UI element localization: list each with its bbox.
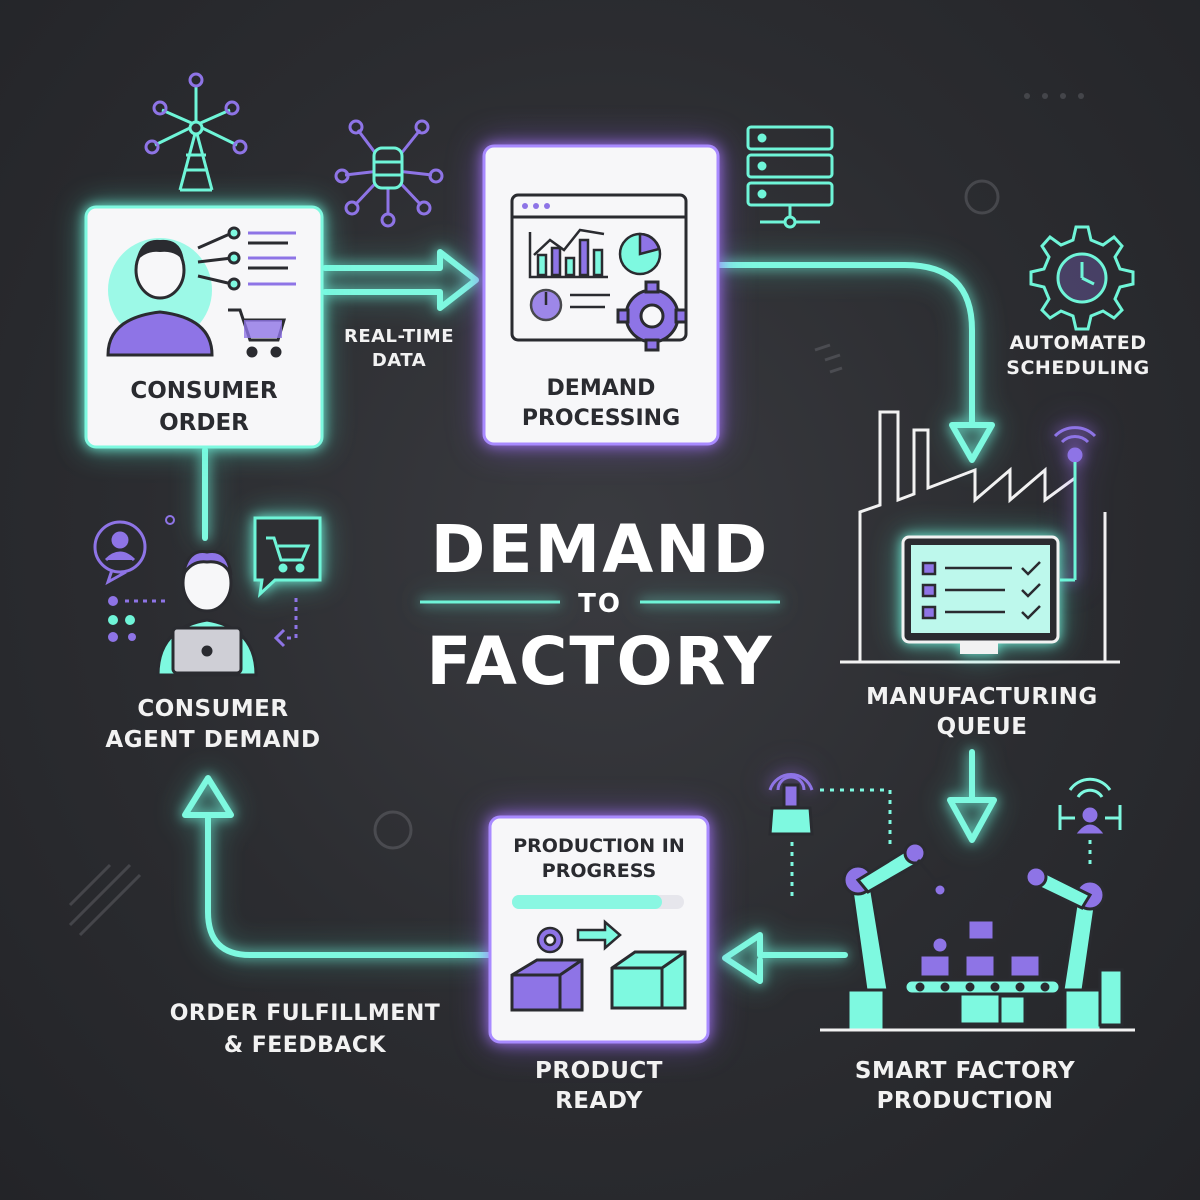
cart-chat-icon (253, 516, 322, 598)
box-purple-icon (510, 958, 584, 1012)
robot-arm-left-icon (842, 841, 951, 1032)
main-title: DEMAND TO FACTORY (420, 511, 780, 700)
smart-factory-label-2: PRODUCTION (877, 1088, 1054, 1114)
manufacturing-queue-label-1: MANUFACTURING (866, 684, 1098, 710)
user-avatar-icon (106, 238, 214, 357)
production-progress-label-1: PRODUCTION IN (513, 835, 685, 857)
demand-processing-label-2: PROCESSING (522, 406, 680, 431)
box-cyan-icon (610, 950, 687, 1010)
smart-factory-label-1: SMART FACTORY (855, 1058, 1075, 1084)
title-line-1: DEMAND (431, 511, 770, 588)
conveyor-belt-icon (820, 935, 1135, 1032)
consumer-agent-label-2: AGENT DEMAND (105, 727, 320, 753)
gauge-icon (529, 288, 610, 322)
real-time-label-1: REAL-TIME (344, 326, 454, 347)
bar-chart-icon (528, 228, 608, 279)
smart-factory-node: SMART FACTORY PRODUCTION (768, 773, 1135, 1114)
pie-chart-icon (618, 232, 662, 276)
flow-arrows (182, 249, 997, 984)
automated-label-2: SCHEDULING (1006, 357, 1149, 379)
background-decorations (68, 93, 1084, 937)
network-tower-icon (144, 72, 248, 192)
dot-connector-icons (108, 515, 298, 648)
fulfillment-label-1: ORDER FULFILLMENT (170, 1001, 441, 1026)
real-time-label-2: DATA (372, 350, 426, 371)
automated-label-1: AUTOMATED (1009, 332, 1146, 354)
fulfillment-label-2: & FEEDBACK (224, 1033, 387, 1058)
task-list-icon (921, 561, 1041, 620)
consumer-order-node: CONSUMER ORDER (84, 205, 324, 449)
gear-arrow-icon (536, 919, 622, 954)
product-ready-label-2: READY (555, 1088, 643, 1114)
arrow-queue-to-production (947, 749, 997, 843)
factory-icon (840, 410, 1120, 664)
product-ready-node: PRODUCTION IN PROGRESS (488, 815, 710, 1044)
arrow-order-to-processing (322, 249, 479, 311)
server-icon (746, 125, 834, 229)
shopping-cart-icon (228, 308, 287, 358)
wireless-operator-icon (1058, 777, 1122, 870)
consumer-order-label-2: ORDER (159, 410, 249, 436)
demand-processing-label-1: DEMAND (547, 376, 656, 401)
arrow-processing-to-queue (717, 262, 995, 463)
chat-user-icon (93, 520, 147, 586)
gear-clock-icon (1029, 225, 1135, 331)
product-ready-label-1: PRODUCT (535, 1058, 663, 1084)
arrow-production-to-ready (722, 932, 848, 984)
demand-processing-node: DEMAND PROCESSING (482, 144, 720, 446)
production-progress-label-2: PROGRESS (542, 860, 656, 882)
database-network-icon (334, 119, 444, 228)
order-details-icon (197, 226, 296, 291)
robot-arm-right-icon (966, 865, 1106, 1032)
person-laptop-icon (156, 549, 258, 677)
consumer-agent-label-1: CONSUMER (137, 696, 288, 722)
manufacturing-queue-node: MANUFACTURING QUEUE (840, 410, 1120, 740)
consumer-agent-node: CONSUMER AGENT DEMAND (93, 515, 322, 753)
consumer-order-label-1: CONSUMER (130, 378, 278, 404)
manufacturing-queue-label-2: QUEUE (937, 714, 1028, 740)
gear-icon (616, 280, 688, 352)
title-line-2: FACTORY (426, 623, 773, 700)
progress-bar (512, 895, 684, 909)
push-button-icon (768, 773, 892, 900)
arrow-fulfillment-loop (182, 775, 493, 958)
title-connector: TO (578, 589, 622, 619)
dashboard-window-icon (510, 193, 688, 342)
antenna-icon (1053, 426, 1097, 582)
